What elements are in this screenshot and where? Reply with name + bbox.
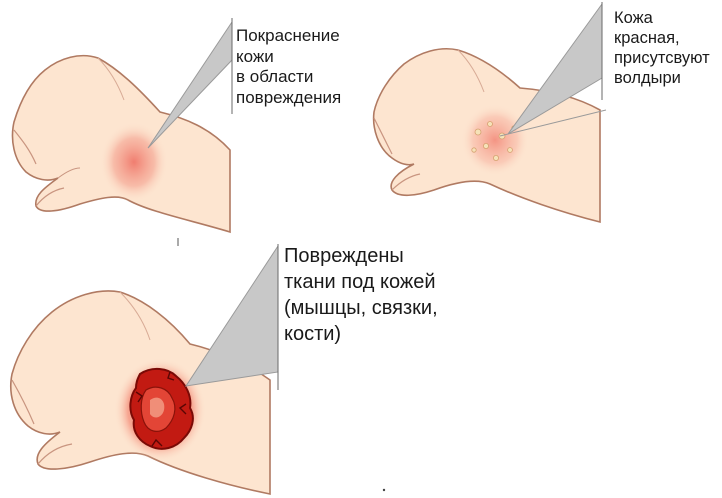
caption-stage-3: Повреждены ткани под кожей (мышцы, связк… (284, 243, 454, 347)
pointer-stage-3 (186, 246, 278, 386)
redness-area (461, 104, 529, 176)
caption-stage-2: Кожа красная, присутсвуют волдыри (614, 8, 722, 89)
caption-stage-1: Покраснение кожи в области повреждения (236, 26, 376, 109)
